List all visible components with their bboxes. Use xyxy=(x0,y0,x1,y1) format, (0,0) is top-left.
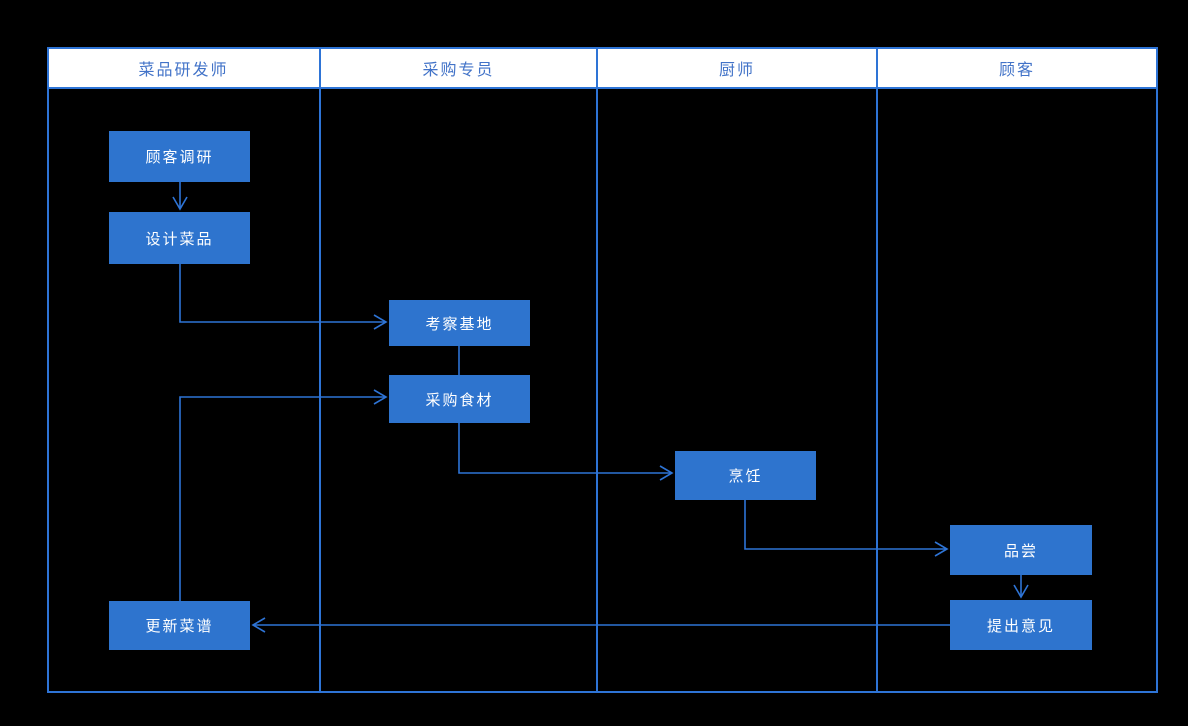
edge-cooking-to-tasting xyxy=(744,500,949,557)
node-tasting: 品尝 xyxy=(950,525,1092,575)
swimlane-outer-border xyxy=(47,47,1158,693)
lane-title-purchasing-specialist: 采购专员 xyxy=(422,61,495,79)
lane-header-band xyxy=(47,47,1157,88)
node-give-feedback: 提出意见 xyxy=(950,600,1092,650)
node-update-recipe: 更新菜谱 xyxy=(109,601,250,650)
edge-update-recipe-to-purchase-ingredients xyxy=(179,389,388,601)
edge-purchase-ingredients-to-cooking xyxy=(458,423,674,481)
lane-title-dish-developer: 菜品研发师 xyxy=(138,61,229,79)
node-design-dish: 设计菜品 xyxy=(109,212,250,264)
edge-design-dish-to-inspect-base xyxy=(179,264,388,330)
node-purchase-ingredients: 采购食材 xyxy=(389,375,530,423)
node-cooking: 烹饪 xyxy=(675,451,816,500)
node-customer-research: 顾客调研 xyxy=(109,131,250,182)
node-inspect-base: 考察基地 xyxy=(389,300,530,346)
lane-title-chef: 厨师 xyxy=(718,61,755,79)
lane-title-customer: 顾客 xyxy=(998,61,1035,79)
